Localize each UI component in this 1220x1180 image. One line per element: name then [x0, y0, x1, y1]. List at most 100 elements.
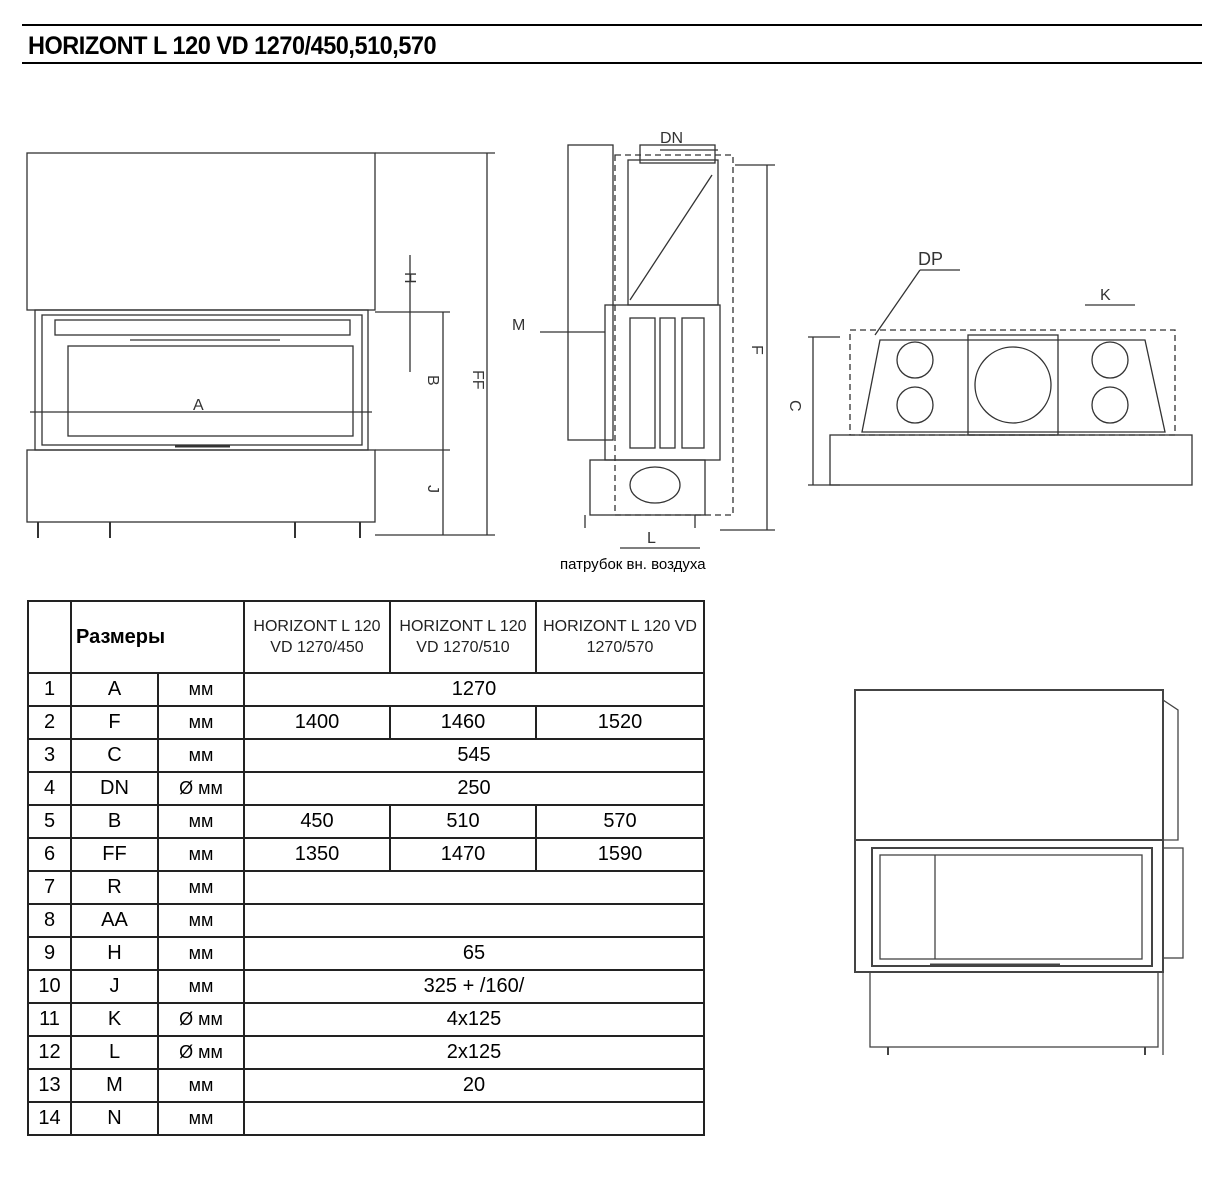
table-cell: 20	[243, 1068, 705, 1103]
table-cell: 9	[27, 936, 72, 971]
table-cell: 510	[389, 804, 537, 839]
product-render	[854, 689, 1184, 1055]
table-cell: DN	[70, 771, 159, 806]
table-cell: 7	[27, 870, 72, 905]
table-cell: мм	[157, 969, 245, 1004]
table-cell: 545	[243, 738, 705, 773]
table-cell: Ø мм	[157, 771, 245, 806]
table-cell: мм	[157, 705, 245, 740]
table-cell: F	[70, 705, 159, 740]
label-H: H	[401, 272, 418, 284]
table-cell: K	[70, 1002, 159, 1037]
table-cell: 570	[535, 804, 705, 839]
table-cell: мм	[157, 870, 245, 905]
label-F: F	[748, 345, 765, 355]
table-cell: мм	[157, 804, 245, 839]
model-header: HORIZONT L 120 VD 1270/450	[243, 600, 391, 674]
table-cell	[243, 1101, 705, 1136]
table-cell	[243, 903, 705, 938]
table-cell: мм	[157, 672, 245, 707]
side-view	[540, 144, 775, 549]
table-cell: AA	[70, 903, 159, 938]
table-cell: 2	[27, 705, 72, 740]
table-cell: R	[70, 870, 159, 905]
front-view	[26, 152, 495, 538]
title-rule	[22, 62, 1202, 64]
table-cell: 4x125	[243, 1002, 705, 1037]
table-cell: 325 + /160/	[243, 969, 705, 1004]
table-cell: 1590	[535, 837, 705, 872]
table-cell: Ø мм	[157, 1035, 245, 1070]
table-cell: 1	[27, 672, 72, 707]
table-cell: мм	[157, 936, 245, 971]
table-cell: 450	[243, 804, 391, 839]
table-cell: N	[70, 1101, 159, 1136]
table-cell: мм	[157, 837, 245, 872]
table-cell: J	[70, 969, 159, 1004]
table-cell: 6	[27, 837, 72, 872]
label-C: C	[786, 400, 803, 412]
air-inlet-caption: патрубок вн. воздуха	[560, 556, 706, 573]
table-cell: 11	[27, 1002, 72, 1037]
table-cell: 14	[27, 1101, 72, 1136]
table-cell: мм	[157, 1068, 245, 1103]
label-DN: DN	[660, 130, 683, 147]
table-cell: 10	[27, 969, 72, 1004]
table-cell: 250	[243, 771, 705, 806]
table-cell: Ø мм	[157, 1002, 245, 1037]
model-header: HORIZONT L 120 VD 1270/570	[535, 600, 705, 674]
table-cell: 5	[27, 804, 72, 839]
table-cell	[243, 870, 705, 905]
table-cell: FF	[70, 837, 159, 872]
table-cell: мм	[157, 903, 245, 938]
table-cell: 2x125	[243, 1035, 705, 1070]
dimensions-header: Размеры	[70, 600, 245, 674]
label-M: M	[512, 317, 525, 334]
table-cell: 65	[243, 936, 705, 971]
label-L: L	[647, 530, 656, 547]
label-K: K	[1100, 287, 1111, 304]
table-cell: H	[70, 936, 159, 971]
table-cell: A	[70, 672, 159, 707]
top-rule	[22, 24, 1202, 26]
table-cell: 1470	[389, 837, 537, 872]
top-view	[808, 269, 1193, 486]
page-title: HORIZONT L 120 VD 1270/450,510,570	[28, 32, 437, 60]
table-cell: 1400	[243, 705, 391, 740]
label-A: A	[193, 397, 204, 414]
table-cell: 1270	[243, 672, 705, 707]
label-B: B	[424, 375, 441, 386]
table-cell: 8	[27, 903, 72, 938]
dimensions-table: Размеры HORIZONT L 120 VD 1270/450 HORIZ…	[27, 600, 705, 1136]
table-cell: B	[70, 804, 159, 839]
table-cell: мм	[157, 1101, 245, 1136]
table-cell: C	[70, 738, 159, 773]
table-cell: 1520	[535, 705, 705, 740]
table-cell: M	[70, 1068, 159, 1103]
model-header: HORIZONT L 120 VD 1270/510	[389, 600, 537, 674]
table-cell: 1460	[389, 705, 537, 740]
table-cell: 4	[27, 771, 72, 806]
table-cell: мм	[157, 738, 245, 773]
label-J: J	[424, 485, 441, 493]
table-cell: 12	[27, 1035, 72, 1070]
table-cell: 1350	[243, 837, 391, 872]
label-DP: DP	[918, 249, 943, 269]
table-header: Размеры HORIZONT L 120 VD 1270/450 HORIZ…	[27, 600, 705, 674]
